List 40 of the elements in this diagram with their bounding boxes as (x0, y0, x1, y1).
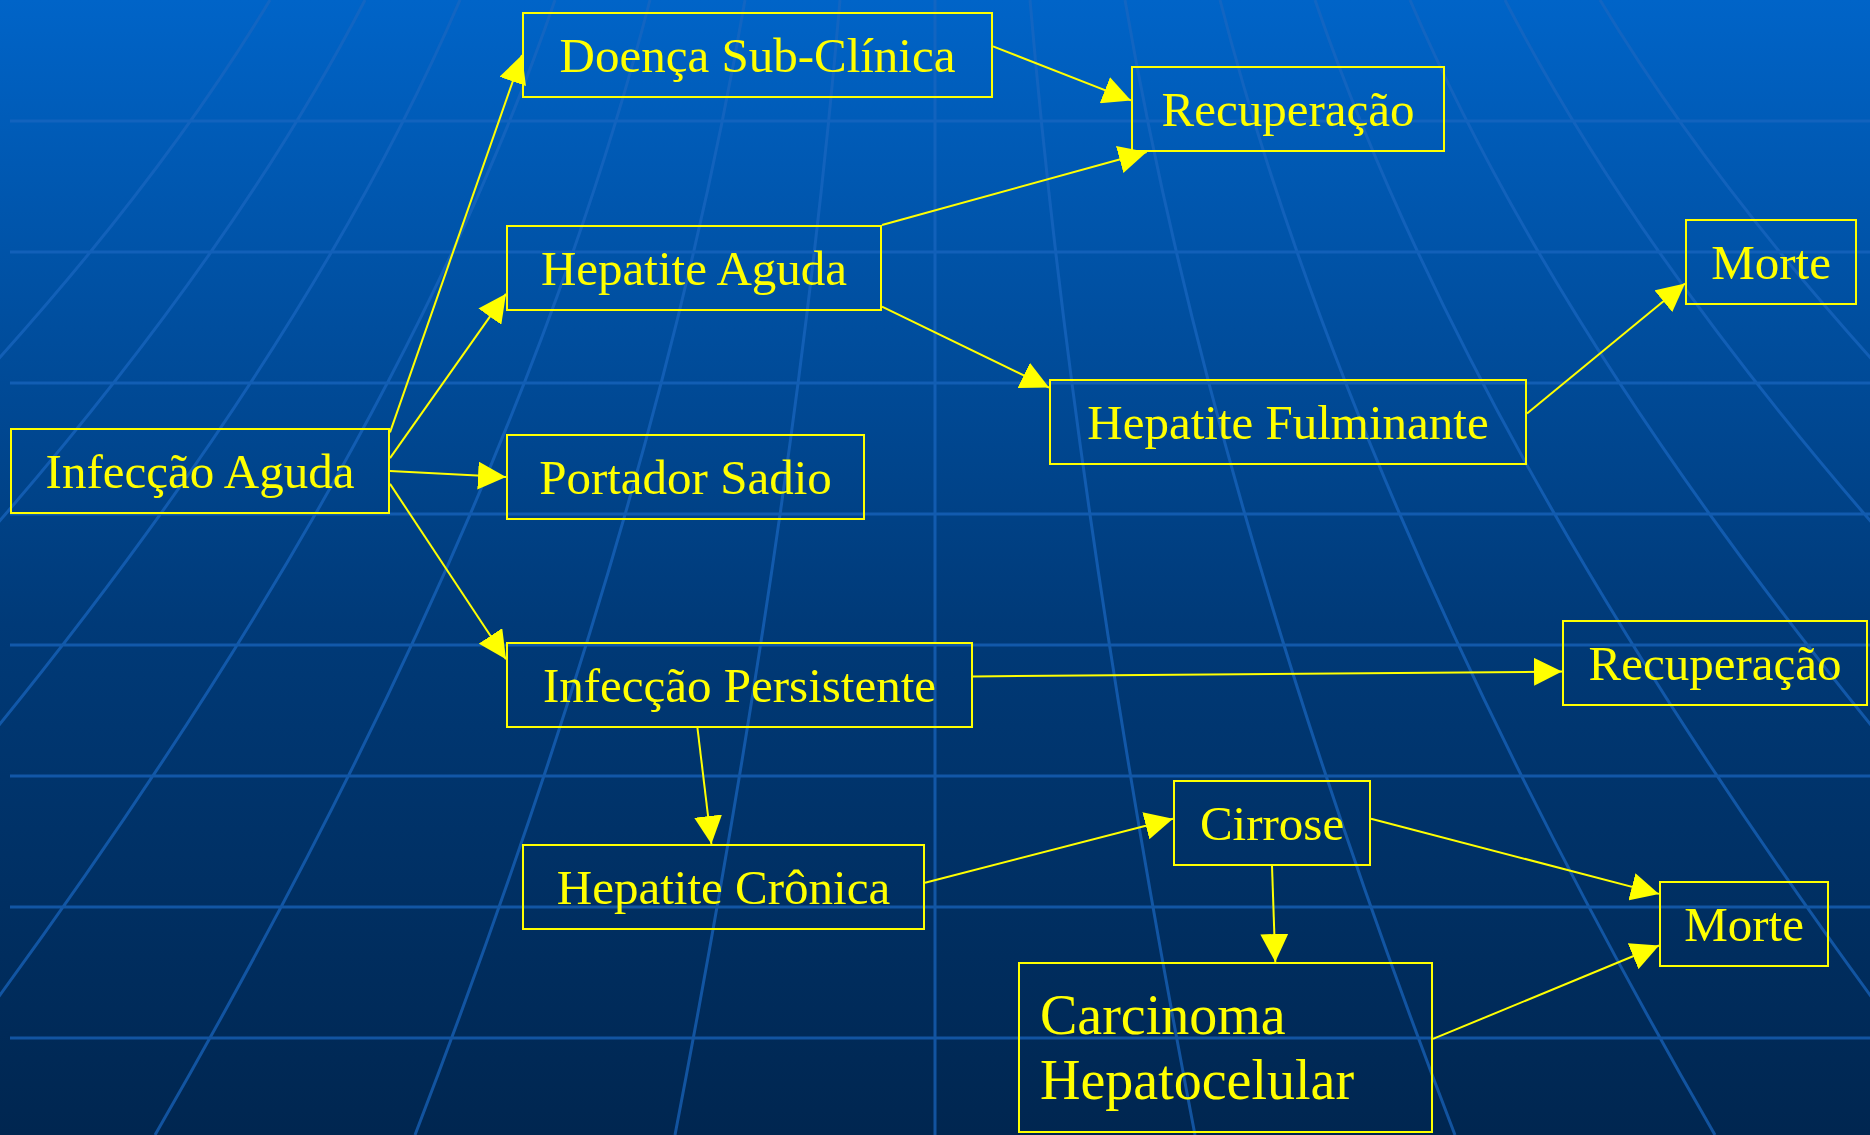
arrow (924, 812, 1174, 884)
state-box (1049, 379, 1527, 465)
state-label: Infecção Persistente (542, 656, 937, 714)
state-label: Doença Sub-Clínica (559, 26, 956, 84)
arrow (389, 292, 507, 460)
state-box (10, 428, 390, 514)
arrow (389, 461, 507, 490)
state-label: Carcinoma Hepatocelular (1040, 983, 1356, 1112)
arrow (972, 657, 1563, 686)
arrow (881, 145, 1148, 226)
state-label: Infecção Aguda (45, 442, 355, 500)
state-label: Morte (1711, 233, 1831, 291)
state-box (1131, 66, 1445, 152)
state-label: Recuperação (1588, 634, 1842, 692)
state-box (1173, 780, 1371, 866)
arrow (1260, 865, 1289, 963)
state-box (1018, 962, 1433, 1133)
state-box (1659, 881, 1829, 967)
state-label: Morte (1684, 895, 1804, 953)
state-label: Hepatite Crônica (556, 858, 891, 916)
arrow (694, 727, 722, 845)
arrow (1526, 282, 1686, 415)
state-label: Hepatite Fulminante (1087, 393, 1489, 451)
state-box (1562, 620, 1868, 706)
state-box (506, 225, 882, 311)
state-label: Recuperação (1161, 80, 1415, 138)
state-label: Hepatite Aguda (540, 239, 848, 297)
state-box (1685, 219, 1857, 305)
state-label: Cirrose (1199, 794, 1345, 852)
state-label: Portador Sadio (539, 448, 832, 506)
arrow (1370, 817, 1660, 901)
arrow (992, 45, 1132, 104)
state-box (506, 642, 973, 728)
state-box (522, 12, 993, 98)
state-box (506, 434, 865, 520)
state-box (522, 844, 925, 930)
arrow (389, 54, 526, 434)
arrow (389, 482, 507, 661)
arrow (1432, 943, 1660, 1040)
arrow (881, 305, 1050, 389)
